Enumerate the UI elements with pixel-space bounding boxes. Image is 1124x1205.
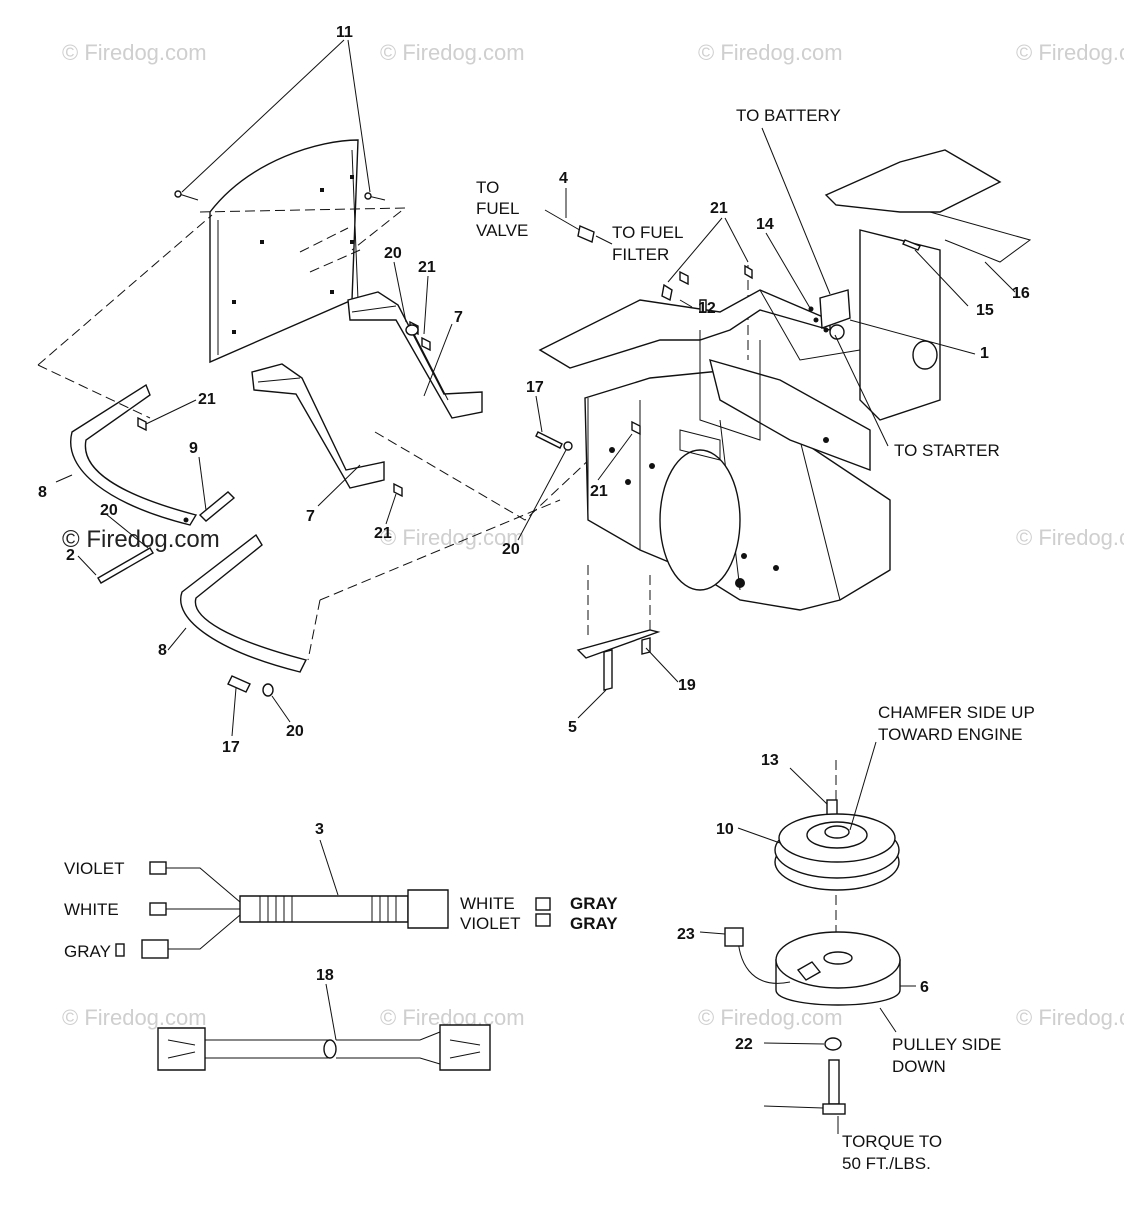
- watermark: © Firedog.com: [698, 1005, 843, 1030]
- callout-17: 17: [526, 379, 544, 396]
- callout-2: 2: [66, 547, 75, 564]
- callout-7: 7: [454, 309, 463, 326]
- callout-21: 21: [418, 259, 436, 276]
- callout-20: 20: [384, 245, 402, 262]
- callout-21: 21: [198, 391, 216, 408]
- callout-16: 16: [1012, 285, 1030, 302]
- annotation-notes: TO FUEL VALVE TO FUEL FILTER TO BATTERY …: [476, 106, 1035, 1173]
- bolt-22: [822, 1059, 846, 1115]
- note-torque-line1: TORQUE TO: [842, 1132, 942, 1151]
- pin-label-violet: VIOLET: [460, 914, 520, 933]
- watermark: © Firedog.com: [380, 40, 525, 65]
- pin-label-white: WHITE: [460, 894, 515, 913]
- washer-18: [824, 1037, 842, 1051]
- rod-bracket-upper: [70, 383, 198, 526]
- note-to-battery: TO BATTERY: [736, 106, 841, 125]
- watermark: © Firedog.com: [1016, 1005, 1124, 1030]
- callout-17: 17: [222, 739, 240, 756]
- callout-18: 22: [735, 1036, 753, 1053]
- pin-label-gray-2: GRAY: [570, 914, 618, 933]
- pin-label-gray-1: GRAY: [570, 894, 618, 913]
- callout-21: 21: [590, 483, 608, 500]
- mount-bracket-upper: [347, 291, 483, 419]
- rod-bracket-lower: [180, 533, 308, 673]
- harness-labels: VIOLET WHITE GRAY WHITE VIOLET GRAY GRAY: [64, 859, 618, 961]
- watermark: © Firedog.com: [698, 40, 843, 65]
- callout-20: 20: [502, 541, 520, 558]
- watermark: © Firedog.com: [1016, 40, 1124, 65]
- callout-11: 11: [336, 24, 353, 41]
- callout-5: 5: [568, 719, 577, 736]
- engine-shield-plate: [174, 139, 386, 364]
- note-to-starter: TO STARTER: [894, 441, 1000, 460]
- note-to-fuel-valve-line2: FUEL: [476, 199, 519, 218]
- assembly-lines: [37, 207, 881, 1000]
- callout-21: 21: [710, 200, 728, 217]
- watermark: © Firedog.com: [1016, 525, 1124, 550]
- watermark: © Firedog.com: [62, 40, 207, 65]
- callout-9: 9: [189, 440, 198, 457]
- note-torque-line2: 50 FT./LBS.: [842, 1154, 931, 1173]
- callout-14: 14: [756, 216, 774, 233]
- note-chamfer-line2: TOWARD ENGINE: [878, 725, 1023, 744]
- callout-6: 6: [920, 979, 929, 996]
- clutch-6: [724, 927, 901, 1006]
- wire-harness-3: [115, 861, 551, 959]
- callout-4: 4: [559, 170, 568, 187]
- callout-7: 7: [306, 508, 315, 525]
- fuel-line-fitting: [544, 209, 613, 245]
- wire-label-violet: VIOLET: [64, 859, 124, 878]
- callout-8: 8: [158, 642, 167, 659]
- watermark: © Firedog.com: [380, 525, 525, 550]
- callout-20: 20: [100, 502, 118, 519]
- leader-lines: [55, 39, 1016, 1134]
- callout-23: 18: [316, 967, 334, 984]
- watermark: © Firedog.com: [62, 1005, 207, 1030]
- callout-15: 15: [976, 302, 994, 319]
- callout-3: 3: [315, 821, 324, 838]
- note-pulley-side-line2: DOWN: [892, 1057, 946, 1076]
- small-hardware: [137, 239, 921, 498]
- callout-numbers: 11 4 21 20 21 14 16 15 12 1 7 17 21 8 9 …: [38, 24, 1030, 1053]
- callout-10: 10: [716, 821, 734, 838]
- note-to-fuel-valve-line1: TO: [476, 178, 499, 197]
- pulley-10: [774, 813, 900, 891]
- note-pulley-side-line1: PULLEY SIDE: [892, 1035, 1001, 1054]
- callout-1: 1: [980, 345, 989, 362]
- wire-label-white: WHITE: [64, 900, 119, 919]
- mount-bracket-5: [576, 629, 661, 691]
- callout-12: 12: [698, 300, 716, 317]
- bolt-17-lower: [227, 675, 274, 697]
- callout-8: 8: [38, 484, 47, 501]
- spacer-tube: [198, 491, 236, 522]
- note-to-fuel-valve-line3: VALVE: [476, 221, 528, 240]
- callout-13: 13: [761, 752, 779, 769]
- callout-21: 21: [374, 525, 392, 542]
- bolt-2: [97, 547, 154, 584]
- note-to-fuel-filter-line1: TO FUEL: [612, 223, 683, 242]
- note-chamfer-line1: CHAMFER SIDE UP: [878, 703, 1035, 722]
- watermark-dark: © Firedog.com: [62, 526, 220, 553]
- callout-20: 20: [286, 723, 304, 740]
- callout-19: 19: [678, 677, 696, 694]
- cable-23: [157, 1024, 491, 1071]
- mount-bracket-lower: [251, 363, 385, 489]
- wire-label-gray: GRAY: [64, 942, 111, 961]
- note-to-fuel-filter-line2: FILTER: [612, 245, 669, 264]
- mower-frame: [538, 149, 1032, 611]
- callout-23: 23: [677, 926, 695, 943]
